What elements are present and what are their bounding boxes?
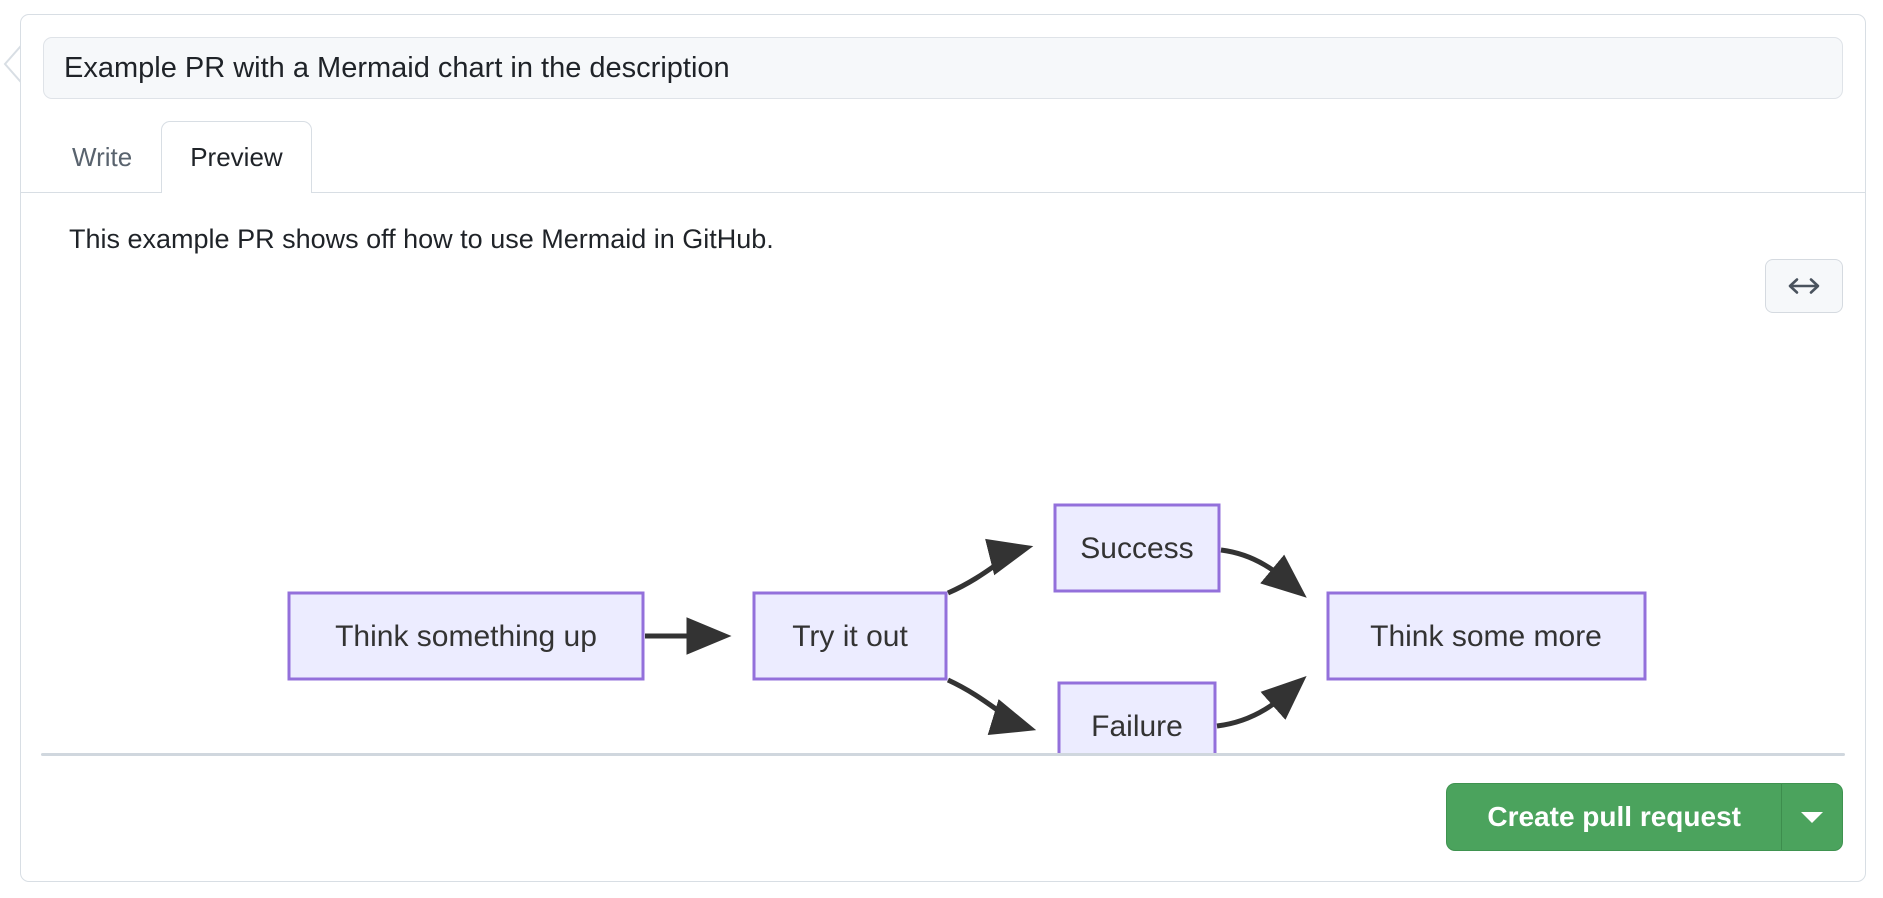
node-success: Success <box>1053 503 1221 593</box>
node-think-some-more: Think some more <box>1326 591 1647 681</box>
chevron-down-icon <box>1801 811 1823 823</box>
node-label: Try it out <box>792 620 908 653</box>
node-label: Think some more <box>1370 620 1602 653</box>
edge-d-e <box>1216 676 1307 729</box>
footer-divider <box>41 753 1845 756</box>
edge-c-e <box>1220 547 1307 598</box>
footer-actions: Create pull request <box>1446 783 1843 851</box>
edge-b-c <box>946 538 1034 596</box>
node-label: Think something up <box>335 620 597 653</box>
diagram-nodes: Think something up Try it out Success <box>287 503 1647 753</box>
node-label: Failure <box>1091 710 1183 743</box>
mermaid-svg: Think something up Try it out Success <box>287 503 1647 753</box>
create-pull-request-button[interactable]: Create pull request <box>1446 783 1781 851</box>
form-footer: Create pull request <box>21 753 1865 881</box>
diagram-expand-button[interactable] <box>1765 259 1843 313</box>
node-think-something-up: Think something up <box>287 591 645 681</box>
node-rect <box>1326 591 1647 681</box>
diagram-edges <box>645 538 1307 735</box>
node-rect <box>752 591 948 681</box>
node-label: Success <box>1080 532 1193 565</box>
pull-request-form-card: Example PR with a Mermaid chart in the d… <box>20 14 1866 882</box>
node-rect <box>1053 503 1221 593</box>
node-try-it-out: Try it out <box>752 591 948 681</box>
preview-pane: This example PR shows off how to use Mer… <box>21 193 1865 753</box>
editor-tablist: Write Preview <box>21 121 1865 194</box>
edge-b-d <box>946 677 1037 735</box>
title-row: Example PR with a Mermaid chart in the d… <box>21 15 1865 99</box>
create-pull-request-dropdown-button[interactable] <box>1781 783 1843 851</box>
mermaid-diagram: Think something up Try it out Success <box>21 193 1867 753</box>
left-right-arrow-icon <box>1787 277 1821 295</box>
node-rect <box>287 591 645 681</box>
node-rect <box>1057 681 1217 753</box>
node-failure: Failure <box>1057 681 1217 753</box>
pr-description-text: This example PR shows off how to use Mer… <box>69 224 774 254</box>
tab-write[interactable]: Write <box>72 142 133 172</box>
pr-title-input[interactable]: Example PR with a Mermaid chart in the d… <box>43 37 1843 99</box>
tab-preview[interactable]: Preview <box>161 121 312 194</box>
